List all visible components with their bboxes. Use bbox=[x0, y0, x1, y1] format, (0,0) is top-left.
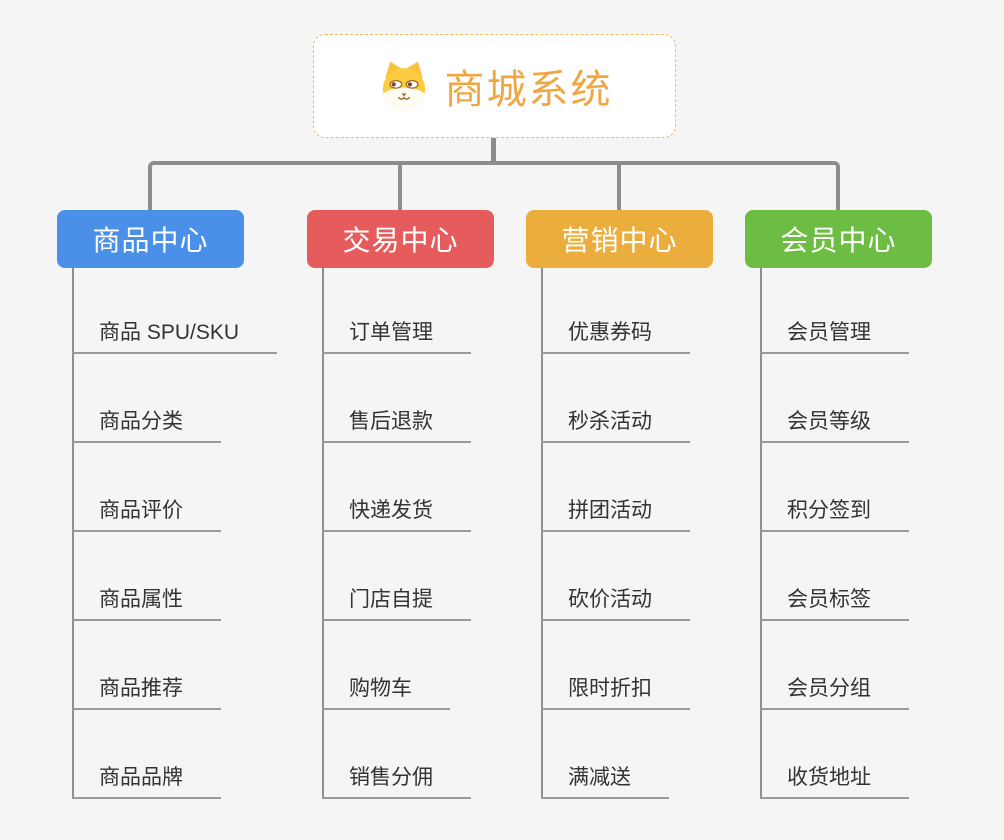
leaf-node[interactable]: 商品推荐 bbox=[57, 621, 277, 710]
leaf-label: 会员分组 bbox=[760, 672, 909, 710]
leaf-node[interactable]: 秒杀活动 bbox=[526, 354, 690, 443]
leaf-label: 门店自提 bbox=[322, 583, 471, 621]
leaf-label: 限时折扣 bbox=[541, 672, 690, 710]
leaf-node[interactable]: 会员标签 bbox=[745, 532, 909, 621]
leaf-label: 商品评价 bbox=[72, 494, 221, 532]
leaf-label: 销售分佣 bbox=[322, 761, 471, 799]
branch-items: 商品 SPU/SKU 商品分类商品评价商品属性商品推荐商品品牌 bbox=[57, 268, 278, 799]
leaf-node[interactable]: 限时折扣 bbox=[526, 621, 690, 710]
leaf-label: 商品 SPU/SKU bbox=[72, 316, 278, 354]
leaf-label: 商品推荐 bbox=[72, 672, 221, 710]
leaf-node[interactable]: 商品分类 bbox=[57, 354, 277, 443]
leaf-label: 优惠券码 bbox=[541, 316, 690, 354]
leaf-label: 会员标签 bbox=[760, 583, 909, 621]
leaf-node[interactable]: 积分签到 bbox=[745, 443, 909, 532]
leaf-label: 售后退款 bbox=[322, 405, 471, 443]
leaf-node[interactable]: 门店自提 bbox=[307, 532, 471, 621]
leaf-label: 会员等级 bbox=[760, 405, 909, 443]
leaf-node[interactable]: 会员管理 bbox=[745, 268, 909, 354]
branch-product-center: 商品中心商品 SPU/SKU 商品分类商品评价商品属性商品推荐商品品牌 bbox=[57, 210, 278, 799]
branch-header-marketing-center[interactable]: 营销中心 bbox=[526, 210, 713, 268]
leaf-label: 订单管理 bbox=[322, 316, 471, 354]
leaf-label: 商品分类 bbox=[72, 405, 221, 443]
leaf-node[interactable]: 砍价活动 bbox=[526, 532, 690, 621]
leaf-node[interactable]: 售后退款 bbox=[307, 354, 471, 443]
branch-items: 会员管理会员等级积分签到会员标签会员分组收货地址 bbox=[745, 268, 909, 799]
leaf-node[interactable]: 购物车 bbox=[307, 621, 471, 710]
leaf-node[interactable]: 满减送 bbox=[526, 710, 690, 799]
leaf-node[interactable]: 商品品牌 bbox=[57, 710, 277, 799]
leaf-node[interactable]: 商品评价 bbox=[57, 443, 277, 532]
leaf-label: 商品属性 bbox=[72, 583, 221, 621]
branch-header-product-center[interactable]: 商品中心 bbox=[57, 210, 244, 268]
leaf-node[interactable]: 订单管理 bbox=[307, 268, 471, 354]
branch-marketing-center: 营销中心优惠券码秒杀活动拼团活动砍价活动限时折扣满减送 bbox=[526, 210, 713, 799]
leaf-label: 会员管理 bbox=[760, 316, 909, 354]
branch-connector-line bbox=[760, 268, 762, 799]
branch-trade-center: 交易中心订单管理售后退款快递发货门店自提购物车销售分佣 bbox=[307, 210, 494, 799]
branch-drop-line bbox=[398, 163, 402, 210]
leaf-label: 砍价活动 bbox=[541, 583, 690, 621]
leaf-node[interactable]: 快递发货 bbox=[307, 443, 471, 532]
branch-bracket-line bbox=[148, 161, 840, 210]
branch-items: 优惠券码秒杀活动拼团活动砍价活动限时折扣满减送 bbox=[526, 268, 690, 799]
leaf-node[interactable]: 商品 SPU/SKU bbox=[57, 268, 278, 354]
branch-connector-line bbox=[72, 268, 74, 799]
branch-header-member-center[interactable]: 会员中心 bbox=[745, 210, 932, 268]
branch-items: 订单管理售后退款快递发货门店自提购物车销售分佣 bbox=[307, 268, 471, 799]
leaf-node[interactable]: 优惠券码 bbox=[526, 268, 690, 354]
leaf-node[interactable]: 销售分佣 bbox=[307, 710, 471, 799]
leaf-label: 购物车 bbox=[322, 672, 450, 710]
leaf-label: 秒杀活动 bbox=[541, 405, 690, 443]
leaf-label: 积分签到 bbox=[760, 494, 909, 532]
branch-drop-line bbox=[617, 163, 621, 210]
branch-member-center: 会员中心会员管理会员等级积分签到会员标签会员分组收货地址 bbox=[745, 210, 932, 799]
leaf-node[interactable]: 商品属性 bbox=[57, 532, 277, 621]
branch-connector-line bbox=[322, 268, 324, 799]
root-node[interactable]: 商城系统 bbox=[313, 34, 676, 138]
root-title: 商城系统 bbox=[444, 68, 613, 112]
leaf-label: 商品品牌 bbox=[72, 761, 221, 799]
leaf-label: 快递发货 bbox=[322, 494, 471, 532]
branch-header-trade-center[interactable]: 交易中心 bbox=[307, 210, 494, 268]
dog-face-icon bbox=[377, 60, 431, 112]
leaf-label: 收货地址 bbox=[760, 761, 909, 799]
leaf-node[interactable]: 会员等级 bbox=[745, 354, 909, 443]
leaf-node[interactable]: 收货地址 bbox=[745, 710, 909, 799]
root-stem-line bbox=[491, 138, 496, 164]
leaf-label: 满减送 bbox=[541, 761, 669, 799]
branch-connector-line bbox=[541, 268, 543, 799]
leaf-node[interactable]: 会员分组 bbox=[745, 621, 909, 710]
leaf-label: 拼团活动 bbox=[541, 494, 690, 532]
leaf-node[interactable]: 拼团活动 bbox=[526, 443, 690, 532]
